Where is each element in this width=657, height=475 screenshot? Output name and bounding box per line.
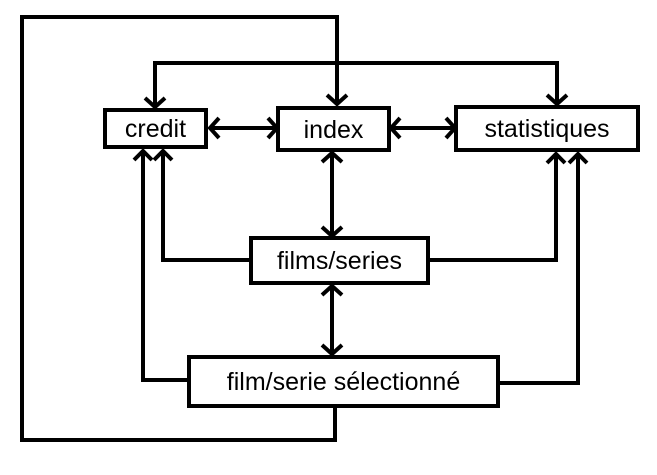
node-film-serie-selectionne-label: film/serie sélectionné	[227, 368, 460, 396]
arrow-into-credit-from-index	[207, 116, 221, 140]
node-credit-label: credit	[125, 115, 186, 143]
node-statistiques-label: statistiques	[484, 115, 609, 143]
arrowheads	[132, 93, 589, 357]
edge-films-statistiques	[430, 154, 558, 262]
arrow-top-into-statistiques	[545, 93, 569, 107]
arrow-into-credit-from-films	[152, 148, 174, 162]
node-statistiques: statistiques	[454, 105, 640, 152]
edge-selected-statistiques	[500, 154, 580, 385]
arrow-into-films-from-selected	[320, 283, 344, 297]
arrow-into-statistiques-from-films	[545, 151, 567, 165]
node-film-serie-selectionne: film/serie sélectionné	[187, 355, 500, 408]
arrow-top-into-credit	[143, 96, 167, 110]
edge-credit-statistiques-top	[153, 61, 559, 107]
edge-selected-to-index-loop	[20, 15, 339, 442]
edges	[20, 15, 580, 442]
arrow-into-credit-from-selected	[132, 148, 154, 162]
arrow-into-statistiques-from-selected	[567, 151, 589, 165]
arrow-loop-into-index	[325, 93, 349, 107]
node-index: index	[276, 106, 391, 152]
node-films-series-label: films/series	[277, 247, 402, 275]
node-films-series: films/series	[249, 236, 430, 285]
edge-selected-credit	[141, 151, 188, 382]
edge-films-credit	[161, 151, 250, 262]
node-credit: credit	[103, 108, 208, 149]
arrow-into-index-from-films	[320, 150, 344, 164]
node-index-label: index	[304, 116, 364, 144]
arrow-into-selected-from-films	[320, 343, 344, 357]
